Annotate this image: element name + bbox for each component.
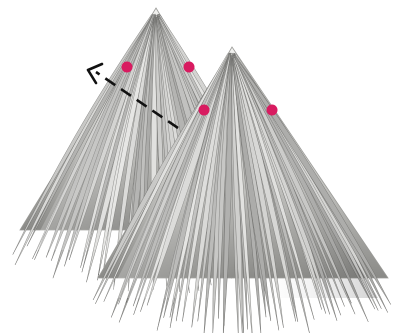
marker-front-left — [199, 105, 210, 116]
marker-back-left — [122, 62, 133, 73]
marker-front-right — [267, 105, 278, 116]
marker-back-right — [184, 62, 195, 73]
